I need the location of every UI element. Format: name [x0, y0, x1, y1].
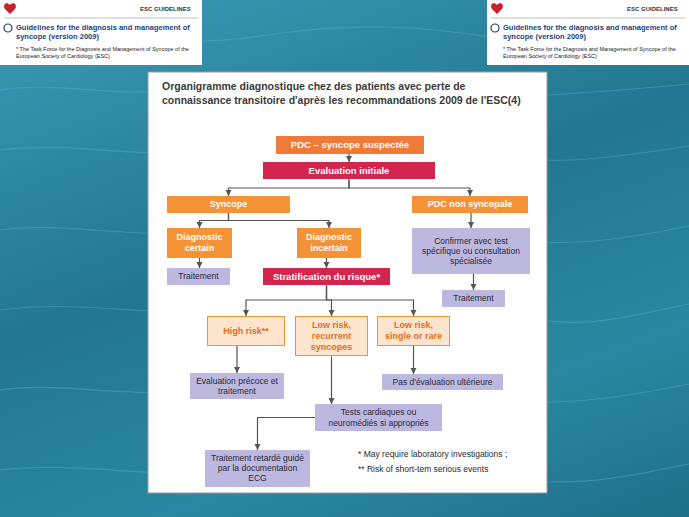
flow-arrow	[229, 213, 330, 228]
node-text: Stratification du risque*	[273, 271, 380, 282]
flow-arrow	[413, 346, 414, 374]
water-ripples	[0, 27, 689, 482]
figure-title: Organigramme diagnostique chez des patie…	[162, 80, 534, 107]
node-text: Confirmer avec test spécifique ou consul…	[416, 236, 526, 267]
risk-box: Low risk, single or rare	[377, 316, 450, 346]
node-text: Traitement	[453, 293, 493, 303]
flow-arrow	[470, 213, 471, 228]
action-box: Traitement	[442, 290, 505, 307]
start-box: PDC – syncope suspectée	[276, 136, 424, 154]
node-text: PDC – syncope suspectée	[291, 139, 409, 150]
footnote: * May require laboratory investigations …	[358, 449, 542, 459]
category-box: Syncope	[167, 196, 290, 213]
flow-arrow	[331, 356, 332, 404]
node-text: Traitement retardé guidé par la document…	[209, 453, 306, 484]
article-authors: * The Task Force for the Diagnosis and M…	[503, 46, 685, 59]
flow-arrow	[327, 285, 414, 316]
action-box: Confirmer avec test spécifique ou consul…	[412, 228, 530, 274]
flow-arrow	[199, 258, 200, 268]
node-text: Evaluation précoce et traitement	[194, 376, 280, 396]
action-box: Traitement	[167, 268, 230, 285]
node-text: Syncope	[210, 199, 248, 210]
risk-box: Low risk, recurrent syncopes	[295, 316, 368, 356]
node-text: Pas d'évaluation ultérieure	[393, 377, 493, 387]
flow-arrow	[258, 418, 316, 451]
article-authors: * The Task Force for the Diagnosis and M…	[16, 46, 198, 59]
action-box: Traitement retardé guidé par la document…	[205, 450, 310, 487]
action-box: Evaluation précoce et traitement	[190, 373, 284, 399]
node-text: Diagnostic certain	[171, 232, 228, 254]
journal-logo	[4, 3, 503, 14]
action-box: Tests cardiaques ou neuromédiés si appro…	[315, 404, 442, 431]
header-rule	[491, 18, 685, 19]
node-text: High risk**	[223, 326, 269, 337]
header-image	[487, 0, 689, 65]
header-rule	[4, 18, 198, 19]
node-text: Low risk, single or rare	[382, 320, 445, 342]
flow-arrow	[327, 285, 332, 316]
node-text: Diagnostic incertain	[301, 232, 357, 254]
flow-arrow	[200, 213, 229, 228]
flow-arrow	[246, 285, 327, 316]
category-box: Diagnostic certain	[167, 228, 232, 258]
process-box: Evaluation initiale	[263, 162, 435, 179]
journal-section: ESC GUIDELINES	[627, 6, 687, 13]
article-title: Guidelines for the diagnosis and managem…	[503, 23, 685, 41]
flow-arrow	[236, 346, 237, 373]
flow-arrow	[349, 179, 470, 196]
figure-panel	[148, 72, 547, 493]
flow-arrow	[473, 274, 474, 290]
flow-arrow	[229, 179, 350, 196]
node-text: Traitement	[178, 271, 218, 281]
journal-section: ESC GUIDELINES	[140, 6, 200, 13]
action-box: Pas d'évaluation ultérieure	[382, 374, 503, 390]
node-text: Evaluation initiale	[309, 165, 390, 176]
node-text: PDC non syncopale	[428, 199, 513, 210]
flow-arrow	[348, 154, 349, 162]
header-image	[0, 0, 202, 65]
article-title: Guidelines for the diagnosis and managem…	[16, 23, 198, 41]
node-text: Low risk, recurrent syncopes	[300, 320, 363, 352]
process-box: Stratification du risque*	[263, 268, 390, 285]
category-box: PDC non syncopale	[412, 196, 528, 213]
risk-box: High risk**	[207, 316, 285, 346]
category-box: Diagnostic incertain	[297, 228, 361, 258]
flow-arrow	[326, 258, 327, 268]
node-text: Tests cardiaques ou neuromédiés si appro…	[319, 407, 438, 427]
footnote: ** Risk of short-tem serious events	[358, 464, 542, 474]
